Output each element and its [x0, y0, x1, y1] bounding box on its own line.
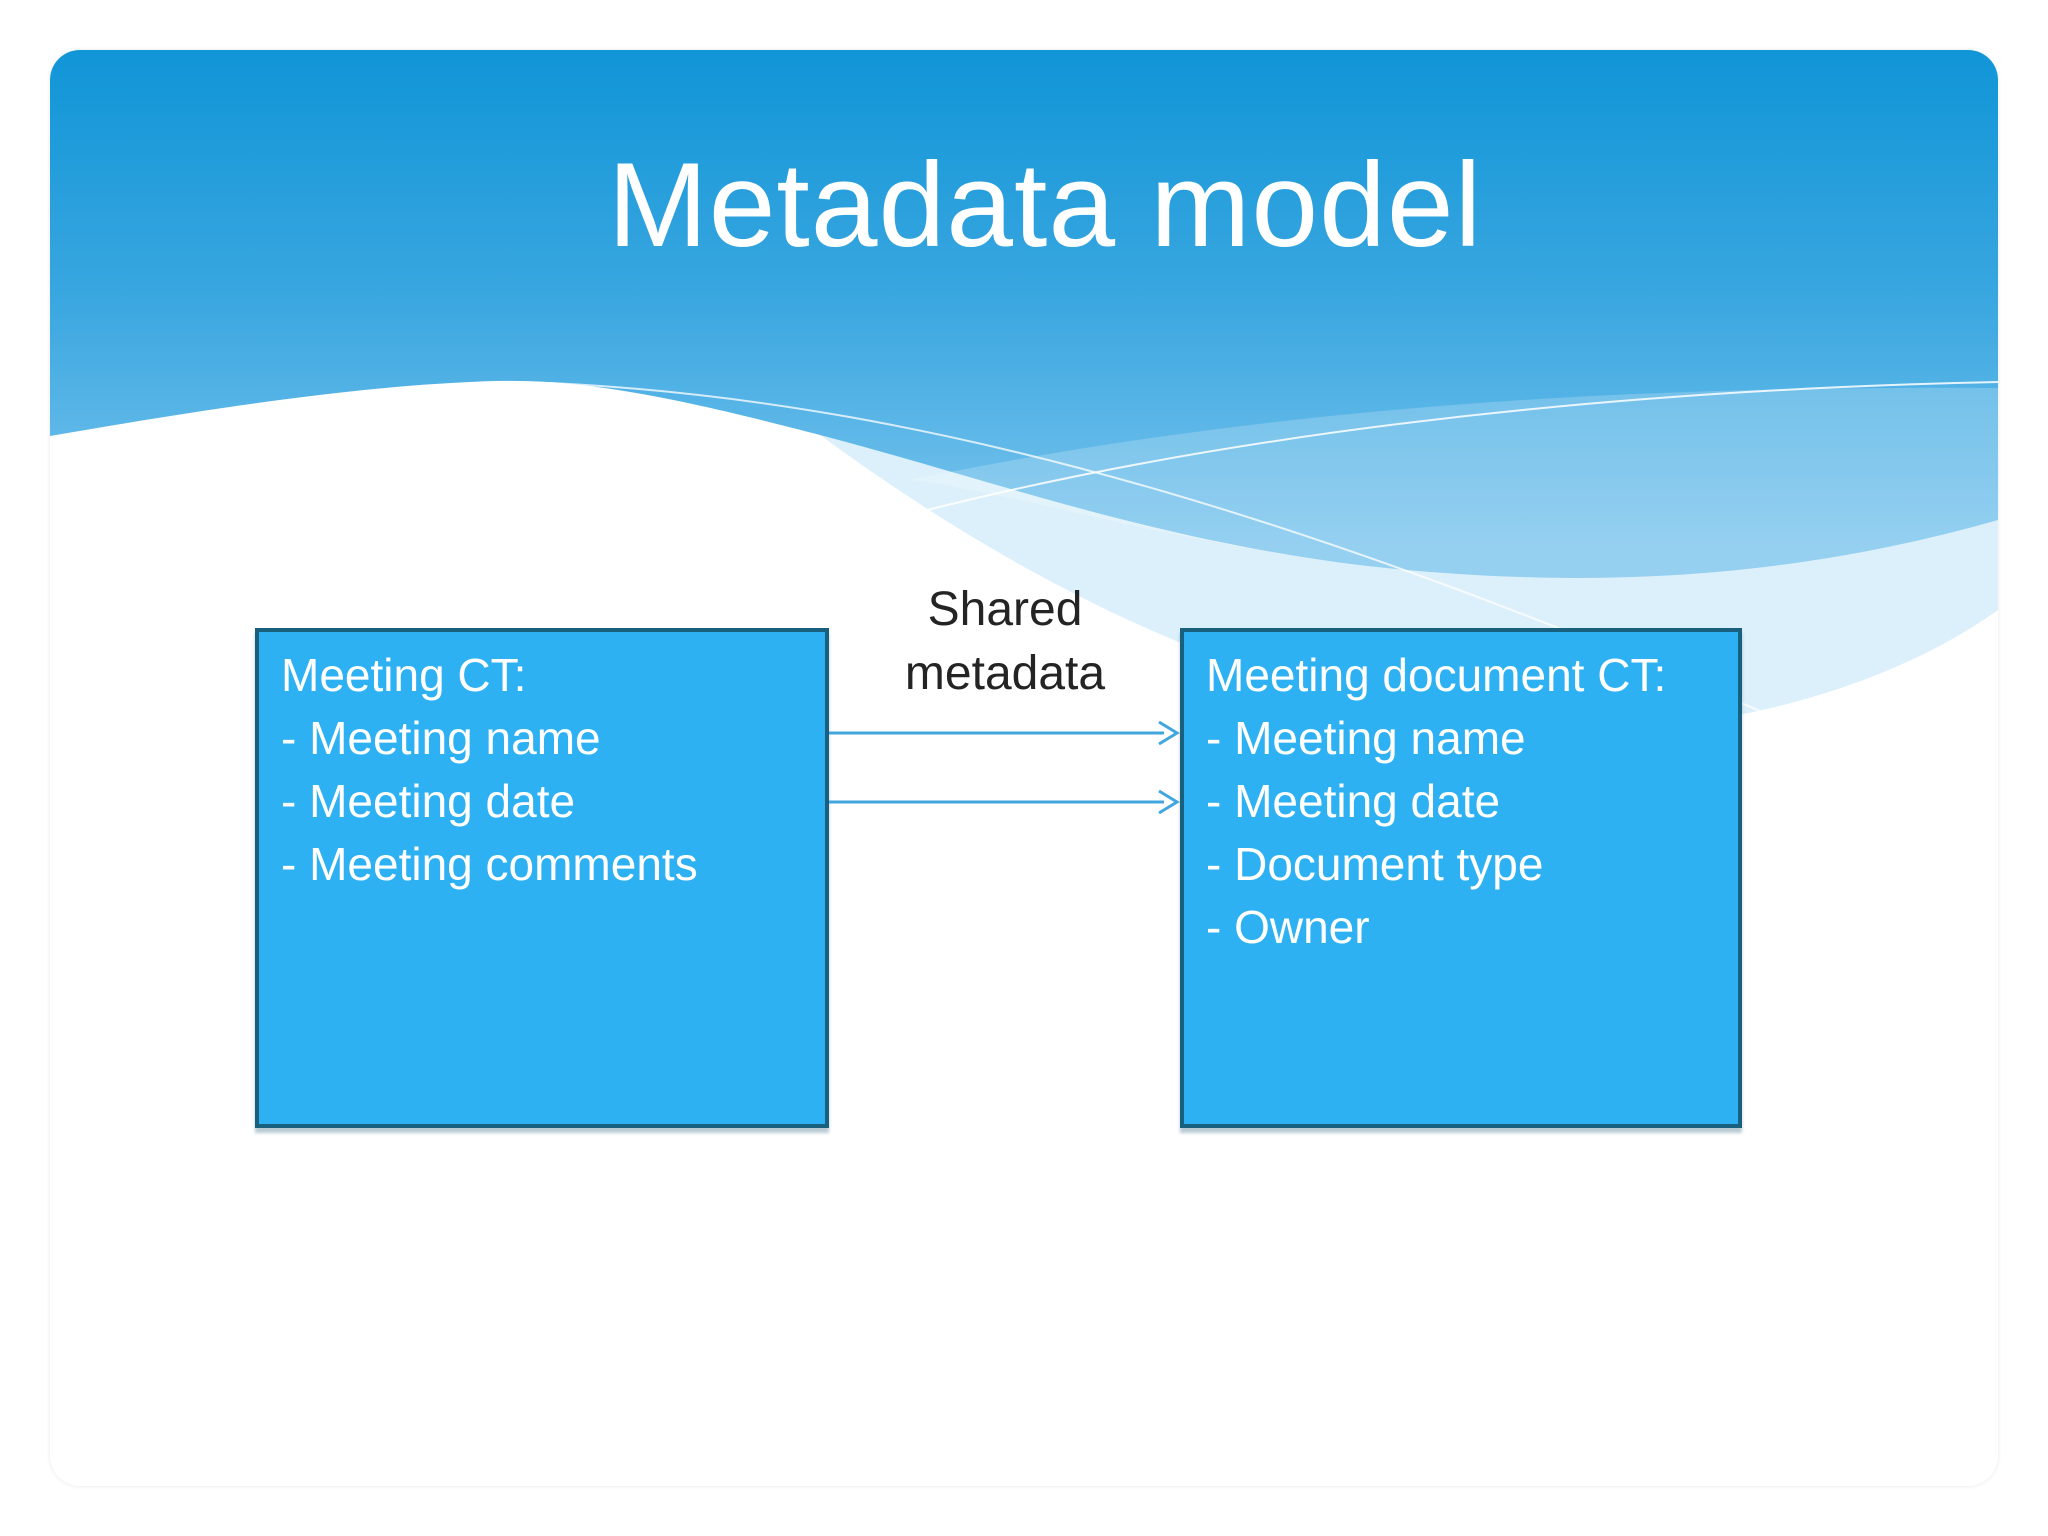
meeting-document-ct-box-item: - Owner — [1206, 901, 1370, 953]
meeting-ct-box-item: - Meeting date — [281, 775, 576, 827]
wave-main-shape — [50, 50, 1998, 578]
shared-metadata-label-line2: metadata — [904, 647, 1106, 700]
shared-metadata-label: Shared metadata — [805, 578, 1205, 706]
meeting-ct-box-title: Meeting CT: — [281, 649, 527, 701]
meeting-document-ct-box: Meeting document CT: - Meeting name - Me… — [1180, 628, 1742, 1128]
slide-title: Metadata model — [607, 138, 1483, 272]
meeting-document-ct-box-item: - Document type — [1206, 838, 1544, 890]
meeting-document-ct-box-item: - Meeting name — [1206, 712, 1526, 764]
meeting-document-ct-box-title: Meeting document CT: — [1206, 649, 1667, 701]
presentation-slide: Metadata model Meeting CT: - Meeting nam… — [50, 50, 1998, 1486]
meeting-document-ct-box-item: - Meeting date — [1206, 775, 1501, 827]
shared-metadata-label-line1: Shared — [927, 583, 1083, 636]
wave-hairline-1 — [869, 381, 1998, 526]
meeting-ct-box: Meeting CT: - Meeting name - Meeting dat… — [255, 628, 829, 1128]
wave-highlight-shape — [910, 387, 1998, 578]
meeting-ct-box-item: - Meeting name — [281, 712, 601, 764]
meeting-ct-box-item: - Meeting comments — [281, 838, 698, 890]
